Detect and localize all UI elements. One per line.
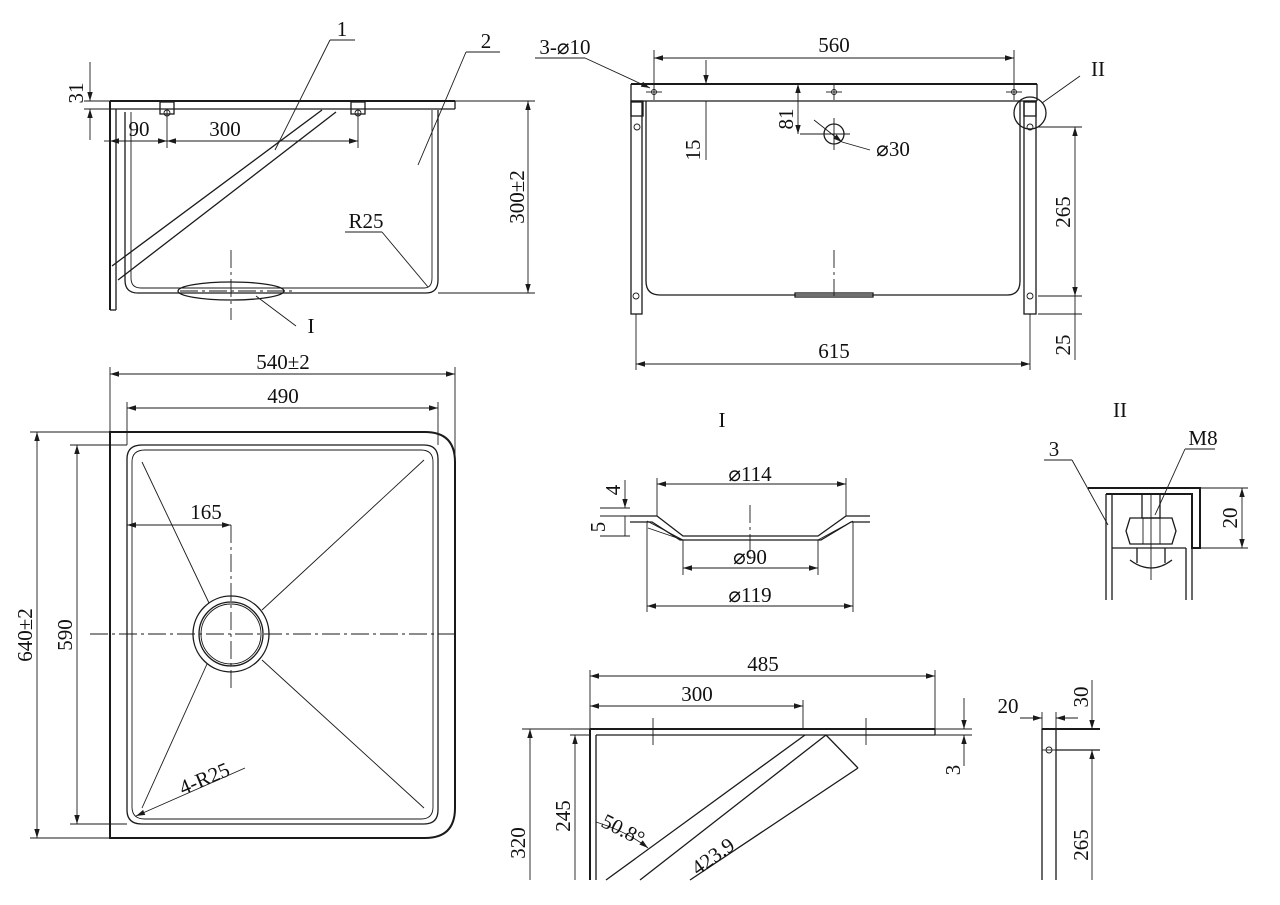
bracket-dim-300: 300 [681, 682, 713, 706]
detail-ii: II 3 M8 20 [1044, 398, 1248, 600]
side-callout-i: I [308, 314, 315, 338]
leg-view: 20 30 265 [998, 680, 1100, 880]
front-dim-265: 265 [1051, 196, 1075, 228]
front-detail-ii: II [1091, 57, 1105, 81]
leg-dim-30: 30 [1069, 687, 1093, 708]
side-callout-1: 1 [337, 17, 348, 41]
front-dim-615: 615 [818, 339, 850, 363]
side-dim-90: 90 [129, 117, 150, 141]
detail-i-d119: ⌀119 [728, 583, 771, 607]
detail-i: I ⌀114 4 5 ⌀90 ⌀119 [586, 408, 870, 612]
bracket-angle: 50.8° [598, 809, 649, 851]
detail-i-d90: ⌀90 [733, 545, 767, 569]
bracket-view: 485 300 3 320 245 50.8° 423.9 [506, 652, 972, 881]
front-dim-81: 81 [774, 109, 798, 130]
detail-ii-callout-3: 3 [1049, 437, 1060, 461]
bracket-diag: 423.9 [687, 833, 739, 880]
plan-dim-590: 590 [53, 619, 77, 651]
side-view: 31 90 300 1 2 R25 I 300±2 [64, 17, 535, 338]
front-dim-d30: ⌀30 [876, 137, 910, 161]
plan-dim-4r25: 4-R25 [175, 757, 233, 800]
detail-i-dim-4: 4 [601, 484, 625, 495]
plan-dim-640: 640±2 [13, 608, 37, 662]
front-holes-label: 3-⌀10 [539, 35, 590, 59]
plan-view: 540±2 490 165 640±2 590 4-R25 [13, 350, 460, 839]
detail-i-title: I [719, 408, 726, 432]
side-callout-2: 2 [481, 29, 492, 53]
front-dim-25: 25 [1051, 335, 1075, 356]
side-dim-31: 31 [64, 83, 88, 104]
bracket-dim-485: 485 [747, 652, 779, 676]
plan-dim-490: 490 [267, 384, 299, 408]
side-dim-300: 300 [209, 117, 241, 141]
plan-dim-165: 165 [190, 500, 222, 524]
leg-dim-20: 20 [998, 694, 1019, 718]
bracket-dim-3: 3 [941, 765, 965, 776]
leg-dim-265: 265 [1069, 829, 1093, 861]
detail-ii-m8: M8 [1188, 426, 1217, 450]
front-view: 560 3-⌀10 15 81 ⌀30 II 265 25 615 [535, 33, 1105, 370]
bracket-dim-245: 245 [551, 800, 575, 832]
front-dim-15: 15 [681, 140, 705, 161]
detail-i-d114: ⌀114 [728, 462, 772, 486]
detail-ii-title: II [1113, 398, 1127, 422]
side-dim-r25: R25 [348, 209, 383, 233]
front-dim-560: 560 [818, 33, 850, 57]
bracket-dim-320: 320 [506, 827, 530, 859]
plan-dim-540: 540±2 [256, 350, 310, 374]
detail-ii-dim-20: 20 [1218, 508, 1242, 529]
side-dim-300-2: 300±2 [505, 170, 529, 224]
detail-i-dim-5: 5 [586, 522, 610, 533]
